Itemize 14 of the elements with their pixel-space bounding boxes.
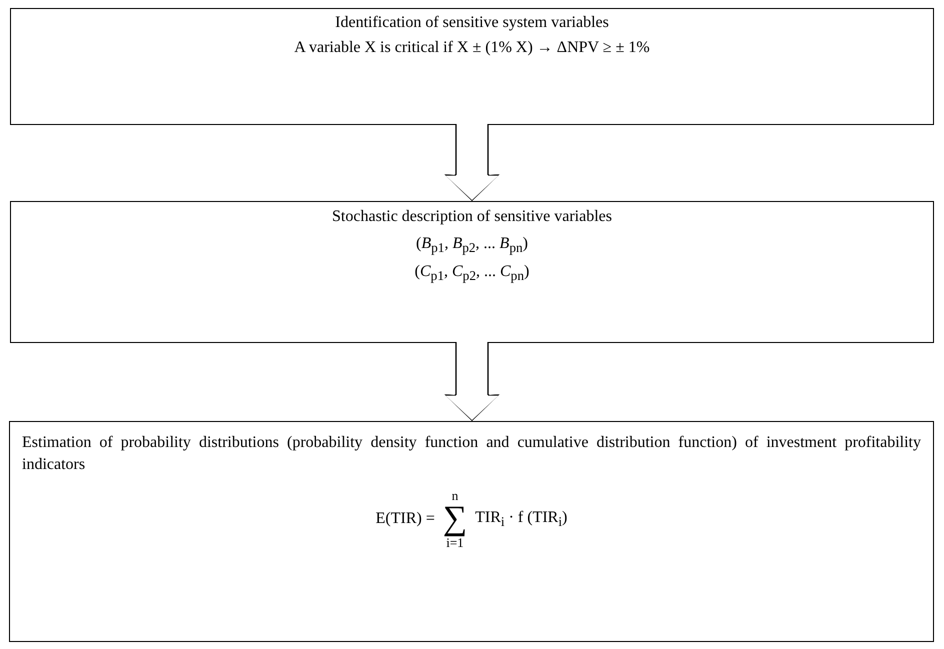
formula-text: E(TIR) = bbox=[376, 508, 435, 529]
formula-text: (B$_{p1}$, B$_{p2}$, ... B$_{pn}$) bbox=[416, 234, 528, 256]
upper-limit: n bbox=[452, 489, 458, 502]
summation-sign: ∑ bbox=[442, 502, 468, 536]
process-box bbox=[10, 201, 934, 343]
formula-text: (C$_{p1}$, C$_{p2}$, ... C$_{pn}$) bbox=[414, 262, 530, 285]
condition-text: A variable X is critical if X ± (1% X) → ΔNPV ≥ ± 1% bbox=[294, 38, 650, 58]
lower-limit: i=1 bbox=[446, 536, 464, 550]
formula-text: TIR$_{i}$ · f (TIR$_{i}$) bbox=[475, 508, 568, 530]
process-box bbox=[10, 8, 934, 125]
heading-text: Identification of sensitive system variables bbox=[335, 13, 609, 33]
description-text: Estimation of probability distributions (probability density function and cumulative distribution function) of investment profitability indicators bbox=[22, 433, 921, 475]
heading-text: Stochastic description of sensitive variables bbox=[332, 207, 612, 227]
process-box bbox=[9, 421, 934, 642]
